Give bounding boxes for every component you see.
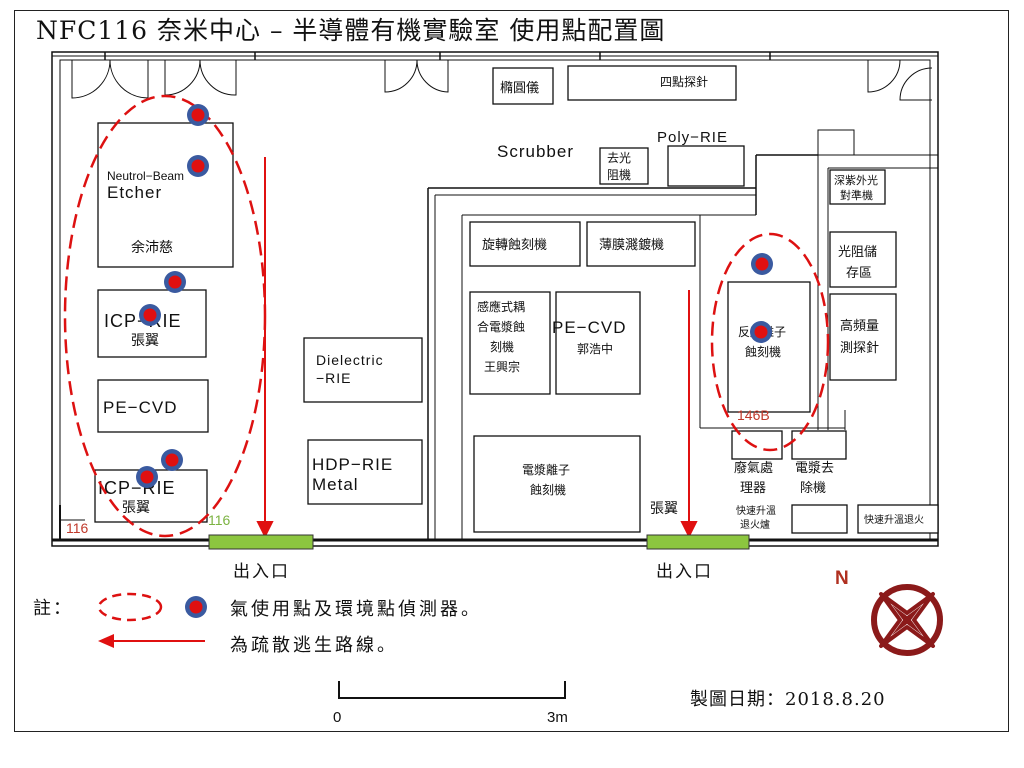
- equip-icp-etcher-3: 刻機: [490, 339, 514, 354]
- equip-icp-etcher-1: 感應式耦: [477, 299, 525, 314]
- exit-right-marker: [646, 534, 750, 550]
- scale-start-label: 0: [333, 709, 341, 726]
- equip-pr-storage-1: 光阻儲: [838, 245, 877, 260]
- north-label: N: [835, 568, 849, 589]
- equip-pr-remover-2: 阻機: [607, 167, 631, 182]
- equip-rapid-furnace-2: 退火爐: [740, 518, 770, 531]
- walls: [51, 51, 939, 547]
- equip-spin-etcher: 旋轉蝕刻機: [482, 238, 547, 253]
- detector: [751, 253, 773, 275]
- equip-neutral-beam-1: Neutrol−Beam: [107, 169, 184, 183]
- legend-prefix: 註：: [33, 598, 73, 619]
- legend-detector-text: 氣使用點及環境點偵測器。: [230, 599, 482, 620]
- detectors: [136, 104, 773, 488]
- equip-waste-treatment-2: 理器: [740, 481, 766, 496]
- equip-neutral-beam-owner: 余沛慈: [131, 239, 173, 256]
- map-title: NFC116 奈米中心 – 半導體有機實驗室 使用點配置圖: [36, 16, 666, 45]
- equip-waste-treatment-1: 廢氣處: [734, 461, 773, 476]
- equip-pecvd-mid-owner: 郭浩中: [577, 341, 613, 356]
- equip-reactive-ion-2: 蝕刻機: [745, 344, 781, 359]
- equip-pecvd-mid: PE−CVD: [552, 318, 627, 337]
- legend-detector-icon: [185, 596, 207, 618]
- equip-poly-rie: Poly−RIE: [657, 129, 728, 146]
- equipment-boxes: [94, 65, 939, 534]
- equip-pr-remover-1: 去光: [607, 151, 631, 165]
- equip-plasma-etcher-2: 蝕刻機: [530, 482, 566, 497]
- equip-plasma-remover-1: 電漿去: [795, 461, 834, 476]
- north-arrow-icon: [871, 584, 943, 656]
- legend-evac-text: 為疏散逃生路線。: [230, 635, 398, 656]
- equip-hf-probe-1: 高頻量: [840, 318, 879, 334]
- detector: [164, 271, 186, 293]
- equipment-labels: 橢圓儀 四點探針 Scrubber 去光 阻機 Poly−RIE 深紫外光 對準…: [98, 74, 924, 531]
- equip-four-point-probe: 四點探針: [660, 74, 708, 89]
- map-frame: [14, 10, 1009, 732]
- equip-pecvd-left: PE−CVD: [103, 398, 178, 417]
- equip-hdp-rie-2: Metal: [312, 475, 359, 494]
- detector: [139, 304, 161, 326]
- equip-icp-rie-2-owner: 張翼: [122, 500, 150, 516]
- detector: [750, 321, 772, 343]
- equip-rapid-furnace-b: 快速升溫退火: [864, 514, 924, 526]
- detector: [161, 449, 183, 471]
- scale-end-label: 3m: [547, 709, 568, 726]
- equip-dielectric-rie-2: −RIE: [316, 370, 352, 386]
- exit-right-label: 出入口: [656, 562, 713, 582]
- legend-evac-arrow-icon: [98, 634, 205, 648]
- zone-146b: [710, 232, 830, 452]
- equip-neutral-beam-2: Etcher: [107, 183, 162, 202]
- equip-icp-etcher-owner: 王興宗: [484, 359, 520, 374]
- detector: [136, 466, 158, 488]
- legend-symbols: [97, 592, 207, 648]
- equip-plasma-remover-2: 除機: [800, 481, 826, 496]
- scale-bar: [338, 681, 566, 699]
- equip-film-deposition: 薄膜濺鍍機: [599, 237, 664, 253]
- evac-arrow-right: [680, 290, 698, 539]
- exit-left-label: 出入口: [233, 562, 290, 582]
- detector: [187, 155, 209, 177]
- equip-hdp-rie-1: HDP−RIE: [312, 455, 393, 474]
- equip-hf-probe-2: 測探針: [840, 341, 879, 356]
- room-116-green-label: 116: [208, 512, 231, 528]
- equip-ellipsometer: 橢圓儀: [500, 81, 539, 96]
- equip-dielectric-rie-1: Dielectric: [316, 352, 384, 368]
- map-date: 製圖日期：2018.8.20: [690, 689, 886, 710]
- equip-icp-etcher-2: 合電漿蝕: [477, 319, 525, 334]
- evac-routes: [256, 157, 698, 539]
- equip-scrubber: Scrubber: [497, 142, 574, 161]
- detector: [187, 104, 209, 126]
- equip-plasma-etcher-1: 電漿離子: [522, 462, 570, 477]
- equip-pr-storage-2: 存區: [846, 266, 872, 281]
- equip-rapid-furnace-1: 快速升溫: [736, 505, 776, 517]
- equip-mask-aligner-2: 對準機: [840, 188, 873, 202]
- owner-zhang: 張翼: [650, 501, 678, 517]
- equip-icp-rie-1-owner: 張翼: [131, 333, 159, 349]
- equip-mask-aligner-1: 深紫外光: [834, 173, 878, 187]
- room-116-label: 116: [66, 520, 89, 536]
- room-146b-label: 146B: [737, 407, 770, 423]
- legend-zone-icon: [97, 592, 163, 622]
- exit-left-marker: [208, 534, 314, 550]
- evac-arrow-left: [256, 157, 274, 539]
